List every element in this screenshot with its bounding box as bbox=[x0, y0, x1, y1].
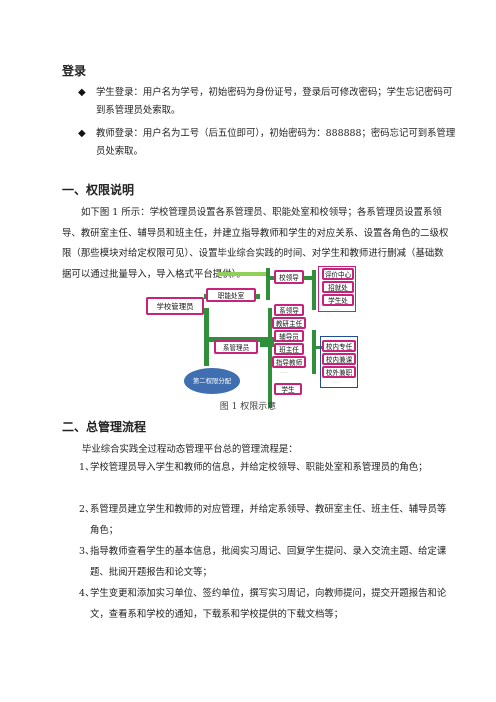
list-text: 指导教师查看学生的基本信息，批阅实习周记、回复学生提问、录入交流主题、给定课题、… bbox=[90, 546, 447, 578]
node-evaluation-center: 评价中心 bbox=[322, 268, 354, 280]
node-dept-leader: 系领导 bbox=[274, 304, 304, 316]
node-school-admin: 学校管理员 bbox=[146, 297, 204, 315]
section-heading-permissions: 一、权限说明 bbox=[62, 183, 135, 197]
node-student-office: 学生处 bbox=[322, 294, 354, 306]
list-number: 4、 bbox=[79, 588, 95, 599]
teacher-group-frame bbox=[320, 336, 358, 388]
teacher-ellipsis: …… bbox=[332, 379, 340, 384]
figure-caption: 图 1 权限示意 bbox=[219, 402, 277, 412]
section-heading-process: 二、总管理流程 bbox=[62, 420, 147, 434]
node-school-leader: 校领导 bbox=[274, 270, 304, 284]
list-number: 2、 bbox=[79, 504, 95, 515]
diamond-bullet-icon: ◆ bbox=[78, 87, 86, 98]
node-internal-parttime: 校内兼课 bbox=[322, 353, 356, 365]
node-supervisor: 指导教师 bbox=[272, 356, 306, 368]
list-number: 3、 bbox=[79, 546, 95, 557]
node-class-teacher: 班主任 bbox=[274, 343, 304, 355]
node-external-parttime: 校外兼职 bbox=[322, 366, 356, 378]
dept-ellipsis: …… bbox=[280, 369, 288, 374]
office-group-frame bbox=[318, 266, 356, 312]
node-employment-office: 招就处 bbox=[322, 281, 354, 293]
node-teaching-director: 教研主任 bbox=[272, 317, 306, 329]
node-student: 学生 bbox=[274, 383, 302, 395]
permission-diagram: 学校管理员 校领导 职能处室 系管理员 评价中心 招就处 学生处 …… 系领导 … bbox=[140, 264, 358, 408]
process-intro: 毕业综合实践全过程动态管理平台总的管理流程是： bbox=[82, 444, 298, 455]
list-number: 1、 bbox=[79, 462, 95, 473]
secondary-permission-bubble: 第二权限分配 bbox=[184, 368, 240, 394]
bullet-text: 教师登录：用户名为工号（后五位即可），初始密码为：888888；密码忘记可到系管… bbox=[96, 128, 456, 157]
permissions-paragraph: 如下图 1 所示：学校管理员设置各系管理员、职能处室和校领导；各系管理员设置系领… bbox=[62, 207, 449, 280]
node-internal-fulltime: 校内专任 bbox=[322, 340, 356, 352]
node-dept-admin: 系管理员 bbox=[214, 340, 258, 354]
bullet-text: 学生登录：用户名为学号，初始密码为身份证号，登录后可修改密码；学生忘记密码可到系… bbox=[96, 87, 453, 116]
node-counselor: 辅导员 bbox=[274, 330, 304, 342]
list-text: 学生变更和添加实习单位、签约单位，撰写实习周记，向教师提问，提交开题报告和论文，… bbox=[90, 588, 447, 620]
list-text: 系管理员建立学生和教师的对应管理，并给定系领导、教研室主任、班主任、辅导员等角色… bbox=[90, 504, 447, 536]
login-heading: 登录 bbox=[62, 64, 87, 78]
office-ellipsis: …… bbox=[332, 306, 340, 311]
diamond-bullet-icon: ◆ bbox=[78, 128, 86, 139]
node-functional-office: 职能处室 bbox=[206, 288, 256, 302]
list-text: 学校管理员导入学生和教师的信息，并给定校领导、职能处室和系管理员的角色； bbox=[90, 462, 428, 473]
